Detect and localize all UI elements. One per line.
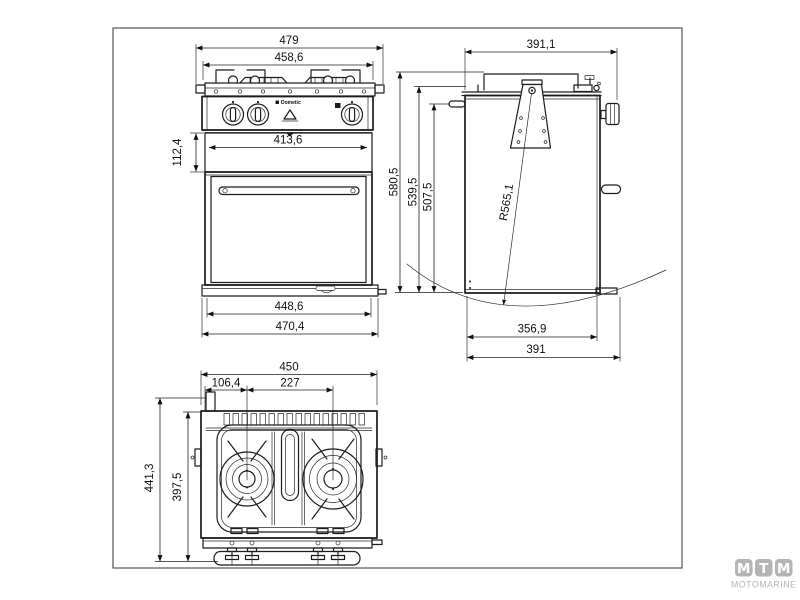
rail-screws (213, 89, 367, 94)
side-foot (595, 287, 618, 295)
logo-box-3 (775, 559, 793, 577)
oven-symbol (335, 103, 341, 108)
logo-name: MOTOMARINE (731, 580, 796, 590)
dim-front-grate-width: 458,6 (275, 52, 304, 64)
logo-box-1 (735, 559, 753, 577)
brand-logo-mark (275, 100, 279, 104)
dim-front-panel-band-height: 112,4 (172, 138, 184, 167)
logo-letter-1: M (737, 561, 750, 577)
dim-front-overall-width: 479 (279, 35, 298, 47)
logo-letter-3: M (777, 561, 790, 577)
bottom-bracket (213, 550, 361, 566)
oven-door-handle (218, 186, 360, 196)
radius-leader-line (502, 92, 532, 306)
base-pin (377, 288, 387, 295)
dim-top-left-burner-offset: 106,4 (212, 378, 241, 390)
mtm-motomarine-logo: M T M MOTOMARINE (731, 559, 796, 590)
dim-side-mid-height: 539,5 (408, 178, 420, 207)
burner-knob-1 (221, 100, 245, 126)
dim-side-top-depth: 391,1 (527, 39, 556, 51)
dim-side-body-height: 507,5 (423, 183, 435, 212)
dim-front-base-overall-width: 470,4 (276, 321, 305, 333)
drawing-border-frame (112, 27, 683, 569)
pot-rail-side (483, 73, 579, 91)
brand-label: Dometic (281, 100, 301, 106)
side-handle-pin (600, 184, 622, 195)
grate-feet (230, 527, 345, 535)
gimbal-symbol-icon (283, 109, 297, 120)
side-view: 391,1 (389, 39, 667, 362)
swing-arc (406, 263, 667, 307)
dim-side-bottom-overall-depth: 391 (526, 344, 545, 356)
logo-letter-2: T (759, 561, 769, 577)
left-burner-top (219, 451, 275, 507)
side-knob (600, 102, 620, 126)
top-view: 450 106,4 227 441,3 397,5 (144, 362, 388, 566)
burner-knob-2 (246, 100, 270, 126)
front-view: 479 458,6 (172, 35, 387, 338)
right-burner-top (302, 448, 364, 510)
left-burner-front (239, 76, 288, 84)
door-latch (315, 285, 336, 291)
logo-box-2 (755, 559, 773, 577)
grate-arms (227, 438, 355, 520)
dim-top-overall-width: 450 (279, 362, 298, 374)
dim-top-body-depth: 397,5 (172, 473, 184, 502)
dim-side-bottom-depth: 356,9 (518, 324, 547, 336)
oven-knob (340, 100, 364, 126)
manifold-pin (371, 539, 383, 546)
dim-front-inner-width: 413,6 (274, 135, 303, 147)
dim-side-total-height: 580,5 (389, 168, 401, 197)
pan-support-fingers (215, 69, 361, 84)
drip-tray (216, 424, 362, 533)
right-side-clip (375, 448, 383, 467)
dim-front-base-width: 448,6 (275, 301, 304, 313)
oven-door (210, 175, 367, 284)
dim-top-burner-spacing: 227 (280, 378, 299, 390)
dim-top-total-depth: 441,3 (144, 464, 156, 493)
gimbal-bracket (509, 79, 552, 149)
left-side-clip (194, 448, 202, 467)
center-grate-bar (280, 428, 300, 502)
